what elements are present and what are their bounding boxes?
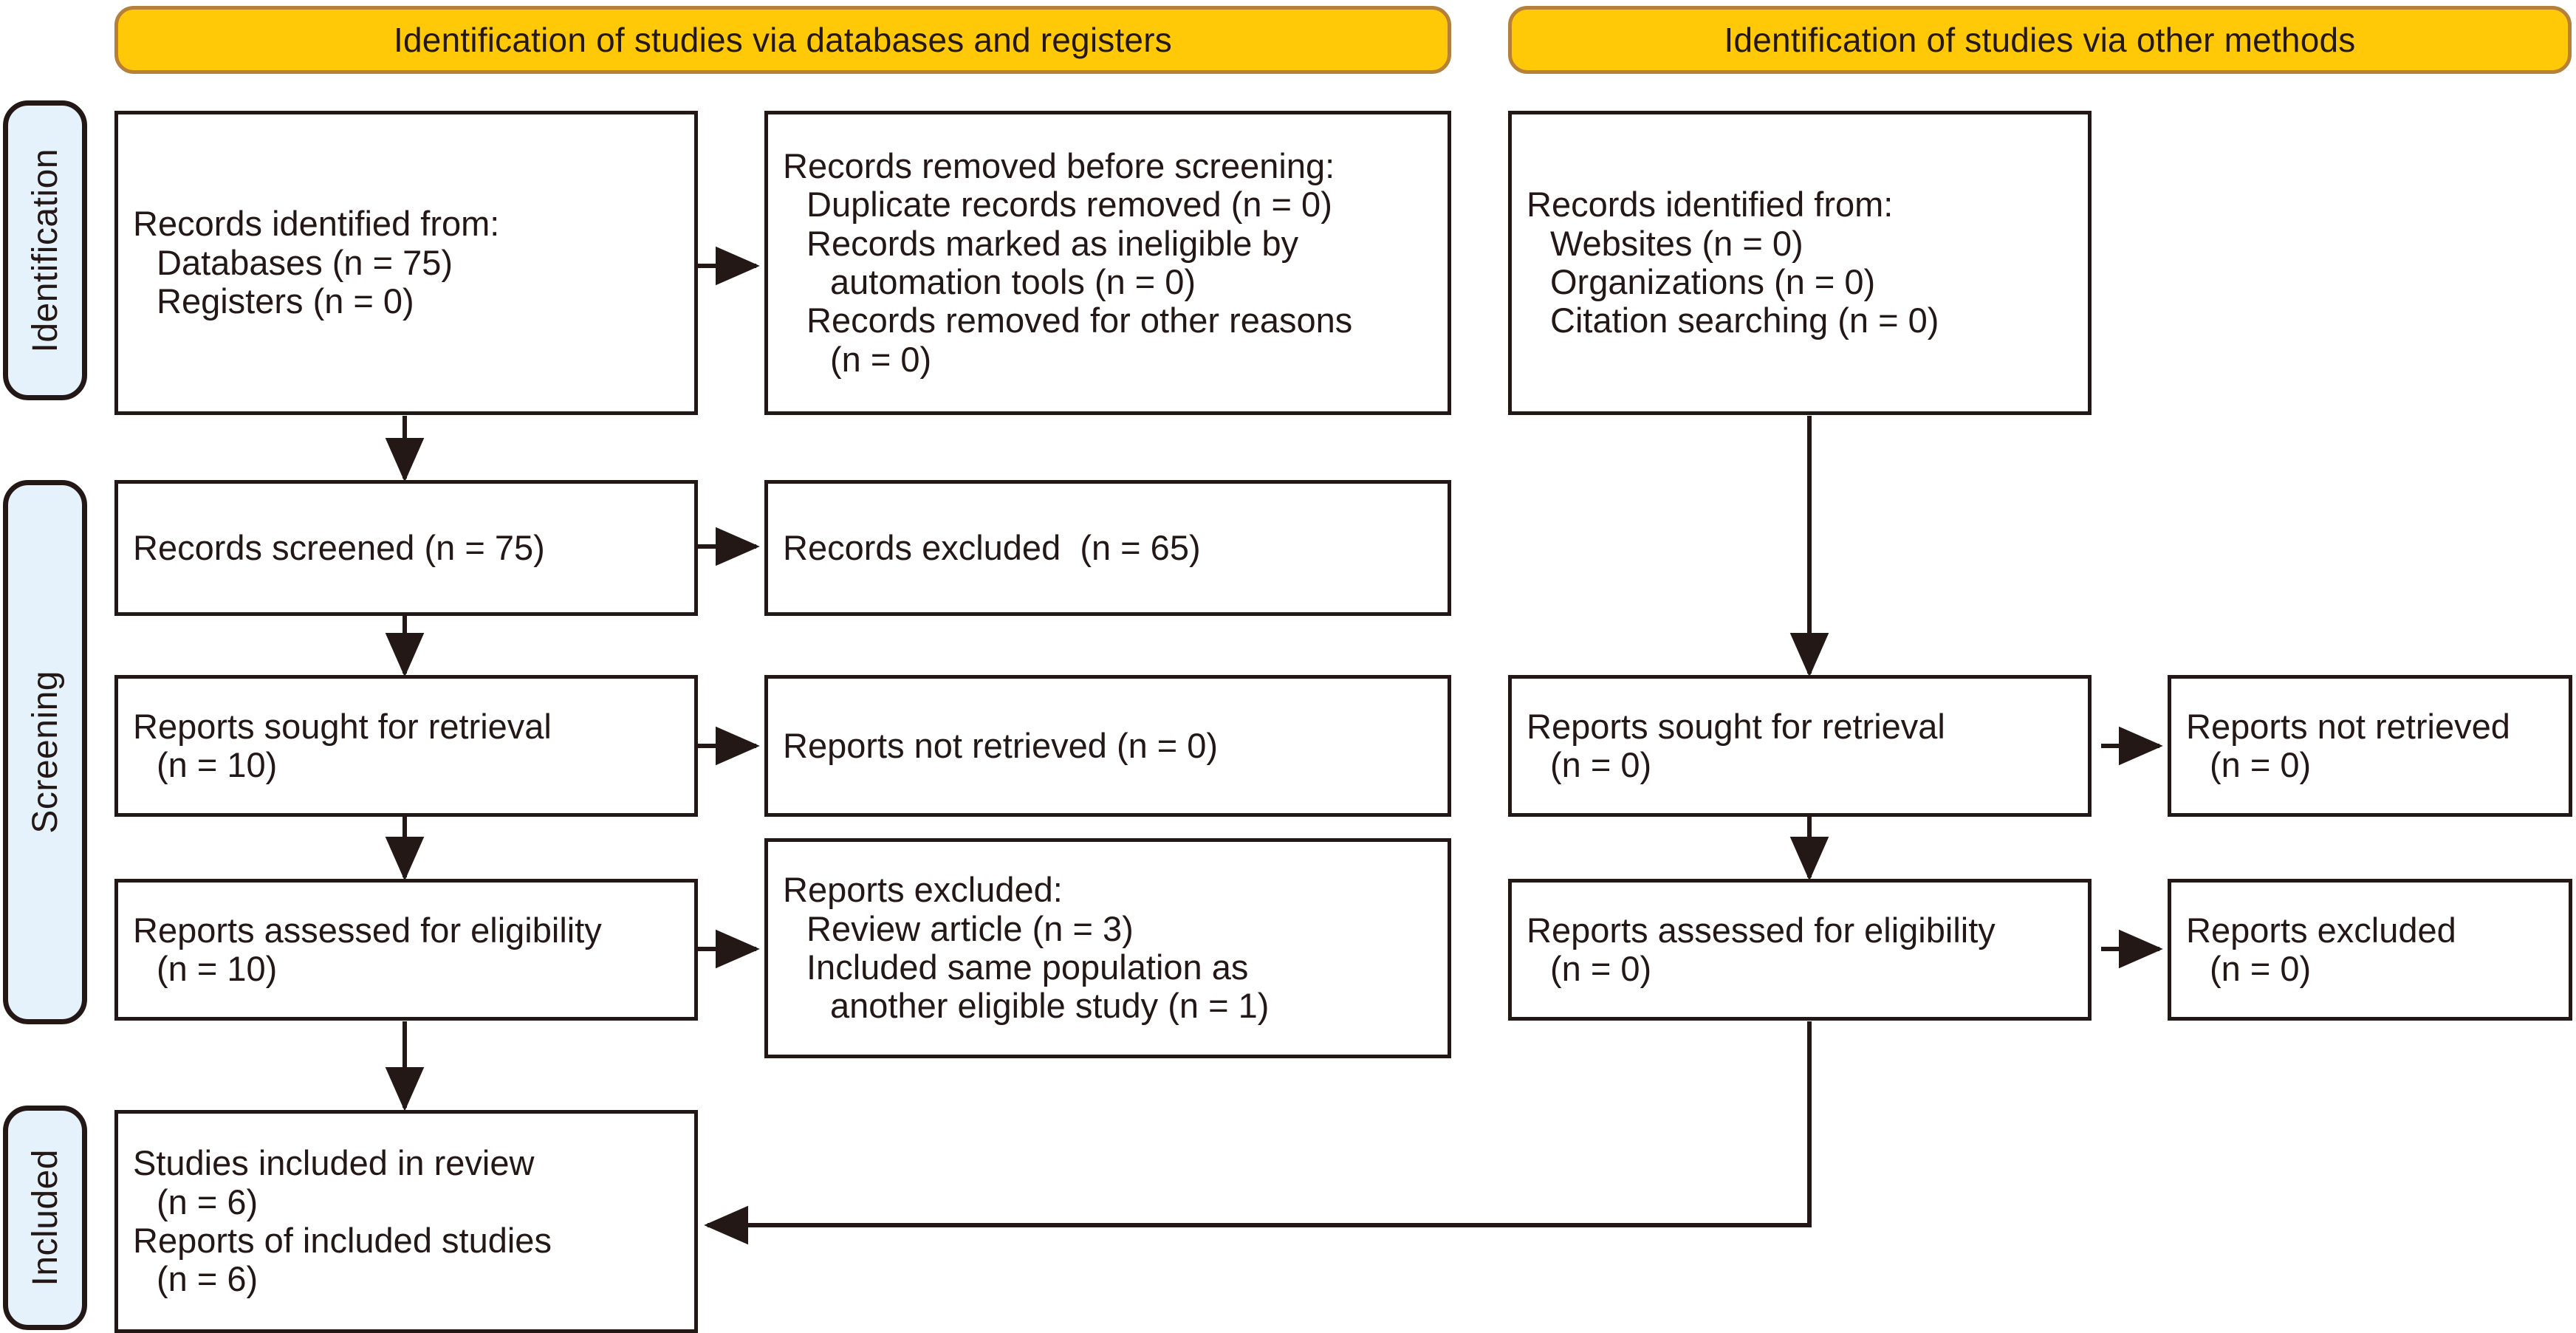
banner-databases-and-registers: Identification of studies via databases … <box>114 6 1451 74</box>
box-records-removed-before-screening: Records removed before screening: Duplic… <box>764 111 1451 415</box>
box-line: Review article (n = 3) <box>806 908 1134 948</box>
box-line: Records identified from: <box>1527 185 1894 225</box>
box-line: Reports sought for retrieval <box>133 706 552 746</box>
box-line: Registers (n = 0) <box>157 281 414 321</box>
box-line: Records removed before screening: <box>783 145 1335 185</box>
box-line: Databases (n = 75) <box>157 242 453 282</box>
banner-other-methods: Identification of studies via other meth… <box>1508 6 2572 74</box>
box-line: (n = 0) <box>2210 949 2312 988</box>
box-records-identified-other-methods: Records identified from: Websites (n = 0… <box>1508 111 2092 415</box>
banner-databases-label: Identification of studies via databases … <box>394 21 1172 59</box>
box-line: (n = 0) <box>830 339 932 379</box>
stage-label-screening-text: Screening <box>25 671 65 834</box>
stage-label-included-text: Included <box>25 1149 65 1286</box>
box-line: Records screened (n = 75) <box>133 527 545 567</box>
box-line: (n = 6) <box>157 1182 258 1221</box>
box-line: Reports assessed for eligibility <box>1527 910 1996 950</box>
box-line: Citation searching (n = 0) <box>1550 301 1939 340</box>
box-line: Records excluded (n = 65) <box>783 527 1201 567</box>
box-line: (n = 10) <box>157 745 278 784</box>
box-studies-included-in-review: Studies included in review (n = 6) Repor… <box>114 1110 698 1333</box>
box-records-identified: Records identified from: Databases (n = … <box>114 111 698 415</box>
box-line: Duplicate records removed (n = 0) <box>806 185 1332 225</box>
box-line: (n = 10) <box>157 949 278 988</box>
box-line: Included same population as <box>806 948 1249 987</box>
box-line: Reports sought for retrieval <box>1527 706 1945 746</box>
box-records-excluded: Records excluded (n = 65) <box>764 480 1451 616</box>
arrow-other-assessed-to-included <box>704 1021 1812 1245</box>
box-reports-not-retrieved-other: Reports not retrieved (n = 0) <box>2168 675 2572 817</box>
box-line: Reports of included studies <box>133 1221 552 1260</box>
box-line: Records identified from: <box>133 204 500 244</box>
stage-label-identification-text: Identification <box>25 148 65 353</box>
box-records-screened: Records screened (n = 75) <box>114 480 698 616</box>
box-line: (n = 0) <box>2210 745 2312 784</box>
box-line: Records removed for other reasons <box>806 301 1353 340</box>
box-line: Reports assessed for eligibility <box>133 910 602 950</box>
box-line: Reports not retrieved (n = 0) <box>783 725 1219 765</box>
box-reports-sought-for-retrieval-other: Reports sought for retrieval (n = 0) <box>1508 675 2092 817</box>
box-reports-sought-for-retrieval: Reports sought for retrieval (n = 10) <box>114 675 698 817</box>
box-line: (n = 0) <box>1550 949 1652 988</box>
box-line: Records marked as ineligible by <box>806 223 1299 263</box>
box-line: Studies included in review <box>133 1143 535 1183</box>
banner-other-label: Identification of studies via other meth… <box>1724 21 2356 59</box>
box-line: Organizations (n = 0) <box>1550 262 1876 301</box>
box-line: Reports excluded: <box>783 870 1063 910</box>
box-reports-assessed-for-eligibility-other: Reports assessed for eligibility (n = 0) <box>1508 879 2092 1021</box>
stage-label-identification: Identification <box>3 100 87 400</box>
box-line: another eligible study (n = 1) <box>830 986 1270 1026</box>
box-line: (n = 6) <box>157 1259 258 1299</box>
stage-label-included: Included <box>3 1106 87 1330</box>
box-line: Reports not retrieved <box>2186 706 2510 746</box>
box-reports-not-retrieved: Reports not retrieved (n = 0) <box>764 675 1451 817</box>
stage-label-screening: Screening <box>3 480 87 1024</box>
box-reports-excluded-other: Reports excluded (n = 0) <box>2168 879 2572 1021</box>
box-reports-excluded: Reports excluded: Review article (n = 3)… <box>764 838 1451 1058</box>
box-line: automation tools (n = 0) <box>830 262 1196 301</box>
box-line: Websites (n = 0) <box>1550 223 1803 263</box>
box-line: (n = 0) <box>1550 745 1652 784</box>
box-line: Reports excluded <box>2186 910 2456 950</box>
box-reports-assessed-for-eligibility: Reports assessed for eligibility (n = 10… <box>114 879 698 1021</box>
